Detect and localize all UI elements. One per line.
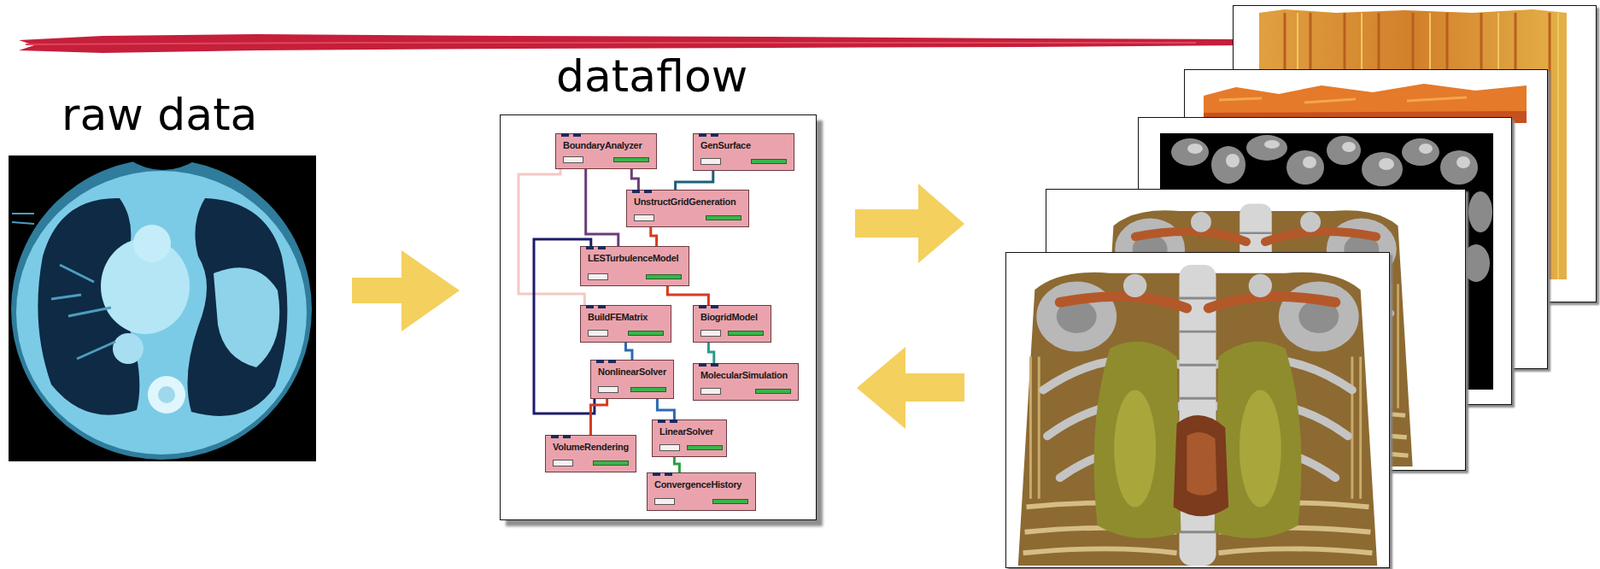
input-port	[657, 419, 666, 423]
input-port	[573, 133, 581, 137]
module-box: BoundaryAnalyzer	[555, 133, 657, 170]
input-port	[596, 359, 604, 364]
module-name: NonlinearSolver	[597, 366, 667, 378]
module-name: BuildFEMatrix	[587, 311, 648, 323]
progress-bar	[630, 386, 667, 393]
brush-streak	[25, 42, 1196, 45]
progress-bar	[592, 460, 629, 466]
module-wire	[667, 286, 709, 305]
module-buttons	[700, 329, 721, 337]
input-port	[698, 304, 707, 309]
module-buttons	[700, 387, 721, 395]
module-box: LESTurbulenceModel	[580, 246, 690, 287]
module-buttons	[562, 156, 584, 164]
input-port	[652, 472, 661, 476]
module-wire	[518, 169, 585, 305]
module-box: GenSurface	[692, 133, 795, 171]
module-box: NonlinearSolver	[590, 359, 674, 399]
module-name: BoundaryAnalyzer	[562, 140, 642, 152]
input-port	[561, 133, 569, 137]
module-name: UnstructGridGeneration	[633, 196, 736, 208]
progress-bar	[705, 215, 742, 221]
input-port	[710, 133, 719, 137]
module-buttons	[597, 386, 619, 393]
module-buttons	[633, 214, 655, 222]
input-port	[597, 304, 606, 309]
module-buttons	[587, 329, 609, 337]
module-name: VolumeRendering	[552, 441, 629, 453]
module-buttons	[654, 498, 675, 505]
module-box: BiogridModel	[692, 304, 772, 343]
module-wire	[673, 457, 680, 473]
input-port	[698, 133, 707, 137]
input-port	[586, 246, 594, 250]
module-name: LESTurbulenceModel	[587, 252, 679, 264]
input-port	[586, 304, 594, 309]
input-port	[710, 304, 719, 309]
input-port	[608, 359, 616, 364]
section-heading: raw data	[61, 92, 258, 137]
module-name: BiogridModel	[700, 311, 758, 323]
yellow-arrow	[351, 250, 460, 332]
input-port	[597, 246, 606, 250]
module-wire	[656, 398, 674, 420]
module-name: LinearSolver	[659, 426, 714, 438]
yellow-arrow	[855, 183, 965, 264]
module-name: MolecularSimulation	[700, 369, 788, 381]
module-buttons	[552, 459, 574, 467]
module-box: UnstructGridGeneration	[626, 189, 750, 228]
progress-bar	[755, 388, 792, 394]
module-name: GenSurface	[700, 140, 751, 152]
progress-bar	[712, 498, 749, 505]
input-port	[644, 189, 652, 194]
module-box: MolecularSimulation	[692, 363, 799, 401]
module-buttons	[659, 444, 680, 452]
dataflow-panel: dataflowBoundaryAnalyzerGenSurfaceUnstru…	[499, 114, 817, 521]
input-port	[664, 472, 673, 476]
torso-render	[1006, 252, 1390, 568]
module-wire	[650, 227, 657, 247]
module-wire	[675, 170, 714, 190]
panel-heading: dataflow	[556, 53, 748, 99]
module-buttons	[587, 273, 609, 281]
module-wire	[631, 169, 639, 190]
input-port	[698, 363, 707, 367]
input-port	[632, 189, 640, 194]
progress-bar	[750, 158, 787, 165]
module-name: ConvergenceHistory	[654, 479, 742, 491]
module-buttons	[700, 158, 721, 165]
yellow-arrow	[856, 346, 965, 429]
module-wire	[708, 342, 714, 364]
module-wire	[586, 169, 619, 247]
module-box: VolumeRendering	[545, 434, 637, 473]
module-wire	[591, 398, 608, 435]
input-port	[710, 363, 719, 367]
module-box: ConvergenceHistory	[646, 472, 757, 511]
progress-bar	[627, 330, 664, 336]
input-port	[669, 419, 678, 423]
module-box: LinearSolver	[651, 419, 727, 458]
brush-stroke	[18, 34, 1248, 53]
progress-bar	[613, 157, 650, 163]
module-wire	[626, 342, 633, 360]
result-image	[1005, 252, 1390, 569]
input-port	[562, 434, 571, 439]
progress-bar	[686, 445, 723, 451]
ct-scan	[8, 155, 317, 462]
progress-bar	[645, 274, 682, 280]
input-port	[550, 434, 559, 439]
module-box: BuildFEMatrix	[580, 304, 672, 343]
progress-bar	[727, 330, 764, 336]
